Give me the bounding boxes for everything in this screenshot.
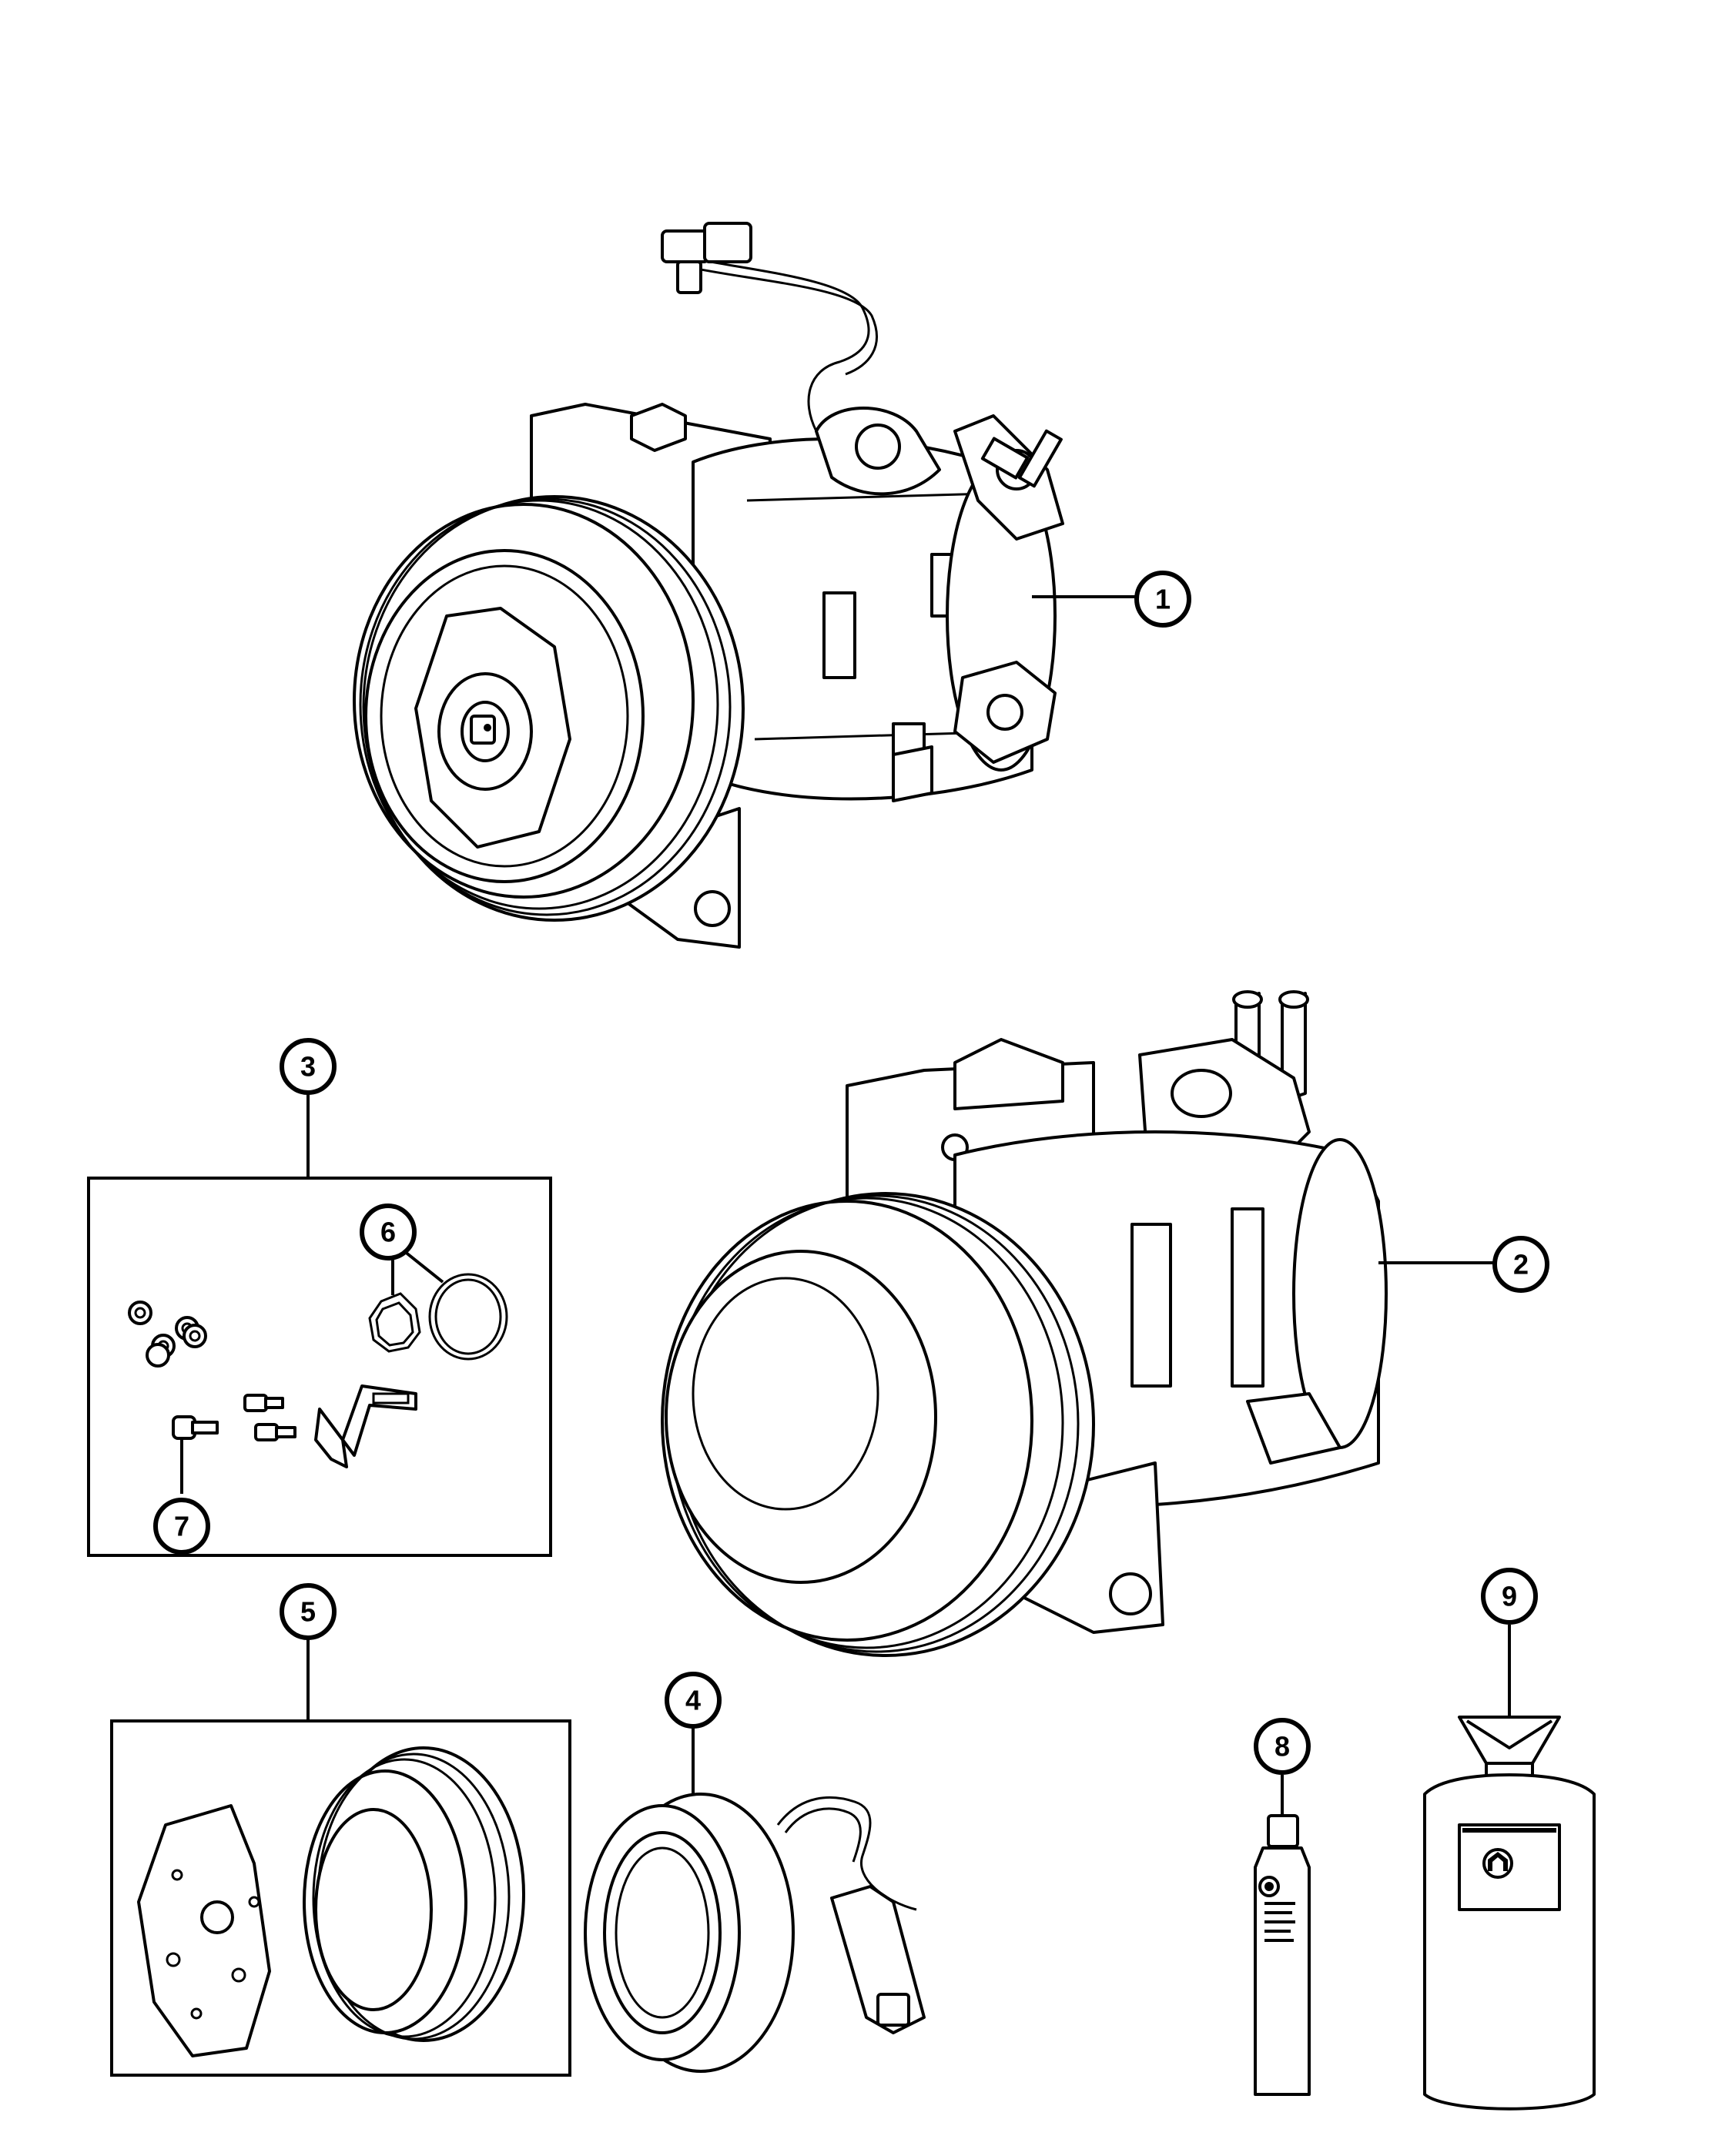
- callout-3-label: 3: [300, 1051, 316, 1083]
- retainer-bracket: [314, 1384, 417, 1468]
- callout-1-label: 1: [1155, 584, 1171, 615]
- callout-9[interactable]: 9: [1481, 1568, 1538, 1717]
- clutch-kit-box[interactable]: [110, 1719, 571, 2077]
- callout-1[interactable]: 1: [1032, 571, 1191, 628]
- callout-8-label: 8: [1274, 1731, 1290, 1763]
- callout-2[interactable]: 2: [1378, 1236, 1549, 1293]
- kit-3-hardware-box[interactable]: [87, 1177, 552, 1557]
- gasket-part-6: [368, 1273, 508, 1361]
- callout-5[interactable]: 5: [280, 1583, 337, 1721]
- bolt-set: [172, 1394, 296, 1441]
- oil-bottle-icon[interactable]: [1254, 1814, 1311, 2096]
- callout-4-label: 4: [685, 1685, 701, 1716]
- compressor-assembly-upper[interactable]: [353, 222, 1064, 949]
- callout-6-label: 6: [380, 1217, 396, 1248]
- callout-4[interactable]: 4: [665, 1672, 722, 1794]
- callout-8[interactable]: 8: [1254, 1718, 1311, 1816]
- callout-2-label: 2: [1513, 1249, 1529, 1281]
- clutch-coil[interactable]: [584, 1793, 926, 2073]
- callout-9-label: 9: [1502, 1581, 1517, 1612]
- refrigerant-can-icon[interactable]: [1423, 1716, 1596, 2111]
- washer-set: [128, 1301, 207, 1368]
- callout-3[interactable]: 3: [280, 1038, 337, 1178]
- compressor-assembly-lower[interactable]: [661, 990, 1388, 1657]
- callout-7-label: 7: [174, 1511, 189, 1542]
- callout-6[interactable]: 6: [360, 1204, 444, 1295]
- callout-5-label: 5: [300, 1596, 316, 1628]
- callout-7[interactable]: 7: [153, 1438, 210, 1555]
